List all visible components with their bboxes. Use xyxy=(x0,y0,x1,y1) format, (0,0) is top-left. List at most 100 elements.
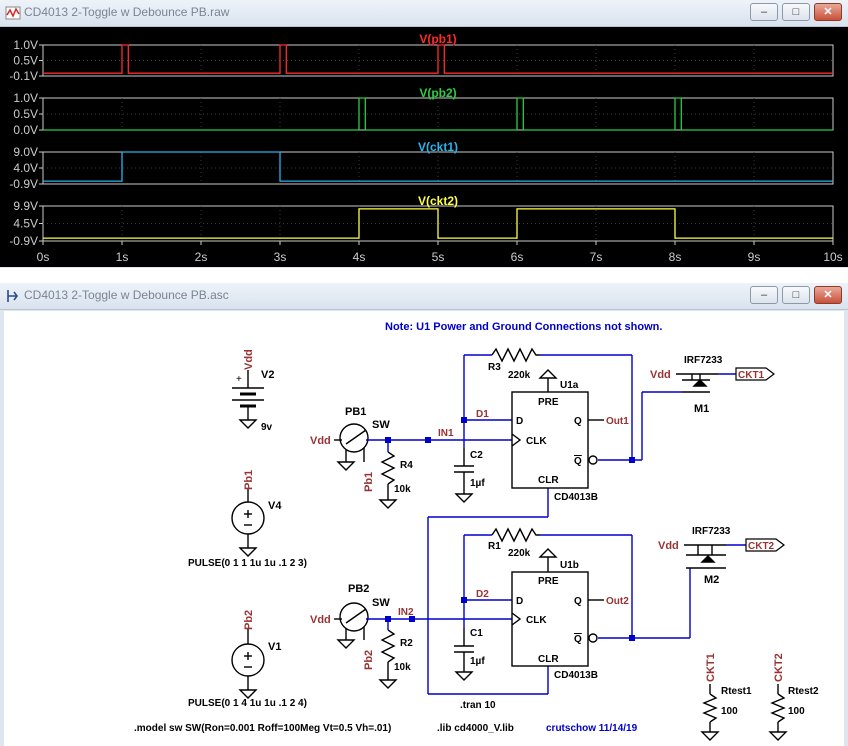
u1b-qbar: Q xyxy=(574,634,582,645)
ytick-label-2-1: 4.0V xyxy=(13,161,38,175)
close-button[interactable]: ✕ xyxy=(814,286,842,304)
credit-comment: crutschow 11/14/19 xyxy=(546,723,638,734)
xtick-label-3: 3s xyxy=(274,250,287,264)
resistor-r2[interactable] xyxy=(378,619,398,689)
close-icon: ✕ xyxy=(823,289,833,301)
schematic-drawing[interactable]: Note: U1 Power and Ground Connections no… xyxy=(4,311,844,746)
pulse-v1: PULSE(0 1 4 1u 1u .1 2 4) xyxy=(188,698,307,709)
capacitor-c1[interactable] xyxy=(454,628,474,681)
waveform-app-icon xyxy=(5,6,21,20)
battery-v2[interactable] xyxy=(232,370,264,429)
resistor-r4[interactable] xyxy=(378,440,398,509)
rtest1-value: 100 xyxy=(721,706,738,717)
ckt2-net-label-rtest: CKT2 xyxy=(773,653,785,682)
pb1-label: PB1 xyxy=(345,406,366,418)
waveform-plots[interactable]: 1.0V0.5V-0.1VV(pb1)1.0V0.5V0.0VV(pb2)9.0… xyxy=(0,27,848,267)
mosfet-m1[interactable] xyxy=(676,373,718,393)
schematic-titlebar[interactable]: CD4013 2-Toggle w Debounce PB.asc – □ ✕ xyxy=(0,283,848,310)
waveform-window-title: CD4013 2-Toggle w Debounce PB.raw xyxy=(24,5,230,19)
r3-label: R3 xyxy=(488,362,501,373)
pulse-v4: PULSE(0 1 1 1u 1u .1 2 3) xyxy=(188,558,307,569)
close-icon: ✕ xyxy=(823,6,833,18)
xtick-label-10: 10s xyxy=(823,250,842,264)
minimize-icon: – xyxy=(760,289,768,301)
schematic-app-icon xyxy=(7,290,18,302)
u1b-pre: PRE xyxy=(538,576,559,587)
sw-label-pb1: SW xyxy=(372,419,390,431)
pb2-net-label-sw: Pb2 xyxy=(363,650,375,670)
model-directive[interactable]: .model sw SW(Ron=0.001 Roff=100Meg Vt=0.… xyxy=(134,723,391,734)
resistor-r1[interactable] xyxy=(491,527,540,543)
trace-title-2: V(ckt1) xyxy=(418,140,458,154)
maximize-button[interactable]: □ xyxy=(782,286,810,304)
trace-line-2-0 xyxy=(43,151,833,182)
u1a-clk: CLK xyxy=(526,436,547,447)
r3-value: 220k xyxy=(508,370,531,381)
trace-title-1: V(pb2) xyxy=(419,86,456,100)
ckt2-output-port[interactable] xyxy=(745,538,785,552)
ytick-label-0-0: 1.0V xyxy=(13,38,38,52)
trace-title-0: V(pb1) xyxy=(419,32,456,46)
junction-dots xyxy=(385,417,635,641)
minimize-button[interactable]: – xyxy=(750,3,778,21)
schematic-window-title: CD4013 2-Toggle w Debounce PB.asc xyxy=(24,288,229,302)
v1-label: V1 xyxy=(268,641,281,653)
pb1-net-label-sw: Pb1 xyxy=(363,472,375,492)
r4-value: 10k xyxy=(394,484,411,495)
voltage-source-v4[interactable] xyxy=(231,488,265,557)
xtick-label-6: 6s xyxy=(511,250,524,264)
resistor-rtest2[interactable] xyxy=(768,684,788,741)
v2-label: V2 xyxy=(261,369,274,381)
ckt1-net-label-rtest: CKT1 xyxy=(705,653,717,682)
rtest1-label: Rtest1 xyxy=(721,686,752,697)
ytick-label-3-2: -0.9V xyxy=(9,234,38,248)
ytick-label-1-2: 0.0V xyxy=(13,123,38,137)
u1b-d: D xyxy=(516,596,523,607)
minimize-button[interactable]: – xyxy=(750,286,778,304)
close-button[interactable]: ✕ xyxy=(814,3,842,21)
vdd-net-label-m1: Vdd xyxy=(650,369,671,381)
r1-label: R1 xyxy=(488,541,501,552)
v2-plus-sign: + xyxy=(236,374,242,385)
waveform-window: CD4013 2-Toggle w Debounce PB.raw –□ ✕ 1.… xyxy=(0,0,848,268)
u1b-clr: CLR xyxy=(538,654,559,665)
u1b-q: Q xyxy=(574,596,582,607)
flipflop-u1b[interactable] xyxy=(511,548,604,667)
m1-part: IRF7233 xyxy=(684,355,723,366)
v4-label: V4 xyxy=(268,500,282,512)
ytick-label-3-0: 9.9V xyxy=(13,199,38,213)
waveform-titlebar[interactable]: CD4013 2-Toggle w Debounce PB.raw –□ ✕ xyxy=(0,0,848,27)
c1-label: C1 xyxy=(470,628,483,639)
m2-label: M2 xyxy=(704,574,719,586)
v2-value: 9v xyxy=(261,422,273,433)
c1-value: 1µf xyxy=(470,656,485,667)
u1b-part: CD4013B xyxy=(554,670,598,681)
flipflop-u1a[interactable] xyxy=(511,369,604,489)
trace-line-3-0 xyxy=(43,208,833,239)
capacitor-c2[interactable] xyxy=(454,448,474,503)
d2-label: D2 xyxy=(476,589,489,600)
ytick-label-2-0: 9.0V xyxy=(13,145,38,159)
voltage-source-v1[interactable] xyxy=(231,628,265,699)
switch-pb2[interactable] xyxy=(334,602,388,649)
mosfet-m2[interactable] xyxy=(684,544,726,569)
schematic-canvas[interactable]: Note: U1 Power and Ground Connections no… xyxy=(0,311,848,746)
m1-label: M1 xyxy=(694,403,709,415)
maximize-button[interactable]: □ xyxy=(782,3,810,21)
ckt2-port-label: CKT2 xyxy=(748,541,775,552)
u1a-label: U1a xyxy=(560,380,579,391)
in1-label: IN1 xyxy=(438,428,454,439)
pb2-net-label-v1: Pb2 xyxy=(243,610,255,630)
xtick-label-9: 9s xyxy=(748,250,761,264)
lib-directive[interactable]: .lib cd4000_V.lib xyxy=(437,723,514,734)
resistor-rtest1[interactable] xyxy=(700,684,720,741)
u1a-d: D xyxy=(516,416,523,427)
u1a-q: Q xyxy=(574,416,582,427)
rtest2-label: Rtest2 xyxy=(788,686,819,697)
ckt1-output-port[interactable] xyxy=(735,367,775,381)
resistor-r3[interactable] xyxy=(491,347,540,363)
tran-directive[interactable]: .tran 10 xyxy=(460,700,496,711)
u1b-clk: CLK xyxy=(526,615,547,626)
switch-pb1[interactable] xyxy=(334,423,388,471)
